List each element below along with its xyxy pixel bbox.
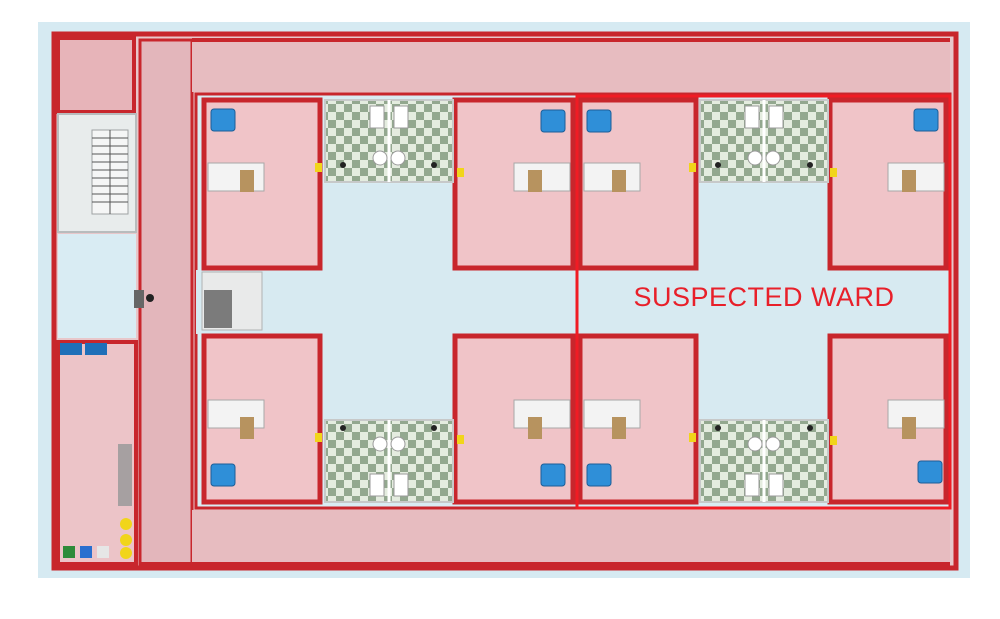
suspected-ward-outline	[575, 94, 952, 510]
bin-icon	[80, 546, 92, 558]
top-left-room	[56, 36, 136, 114]
cabinet-icon	[60, 343, 82, 355]
chair-icon	[210, 108, 943, 487]
bed-icon	[513, 162, 571, 192]
bed-icon	[583, 399, 641, 439]
top-corridor	[192, 40, 950, 92]
bed-icon	[207, 399, 265, 439]
staircase-icon	[91, 129, 129, 215]
bed-icon	[583, 162, 641, 192]
bed-icon	[513, 399, 571, 439]
bottom-corridor	[192, 510, 950, 564]
bed-icon	[207, 162, 265, 192]
door-marker-icon	[315, 163, 837, 445]
main-corridor	[138, 38, 194, 566]
bin-icon	[63, 546, 75, 558]
cabinet-icon	[85, 343, 107, 355]
bin-icon	[97, 546, 109, 558]
door-icon	[134, 290, 144, 308]
counter	[118, 444, 132, 506]
bed-icon	[887, 162, 945, 192]
equipment-icon	[204, 290, 232, 328]
door-handle-icon	[146, 294, 154, 302]
shower-icon	[340, 162, 813, 431]
bed-icon	[887, 399, 945, 439]
bathroom-divider	[387, 100, 766, 502]
left-corridor	[58, 234, 136, 338]
bin-icon	[120, 518, 132, 559]
toilet-icon	[369, 105, 784, 497]
cross-corridor	[196, 270, 950, 334]
sink-icon	[372, 150, 781, 452]
